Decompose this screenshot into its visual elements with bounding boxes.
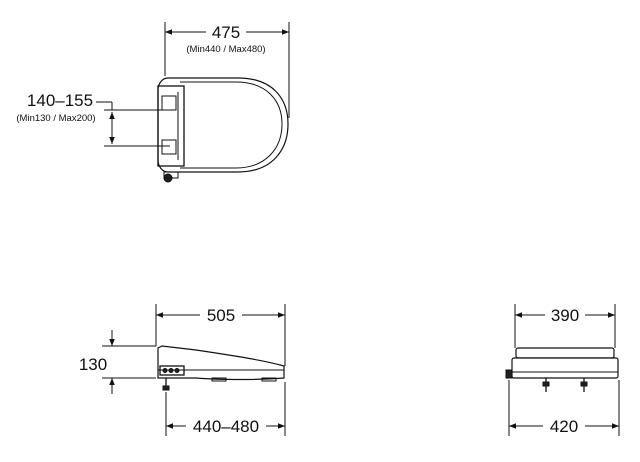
side-view: 505 130 440–480 xyxy=(79,304,286,436)
side-view-seat-outline xyxy=(157,345,285,381)
bolt-spacing-label: 140–155 xyxy=(27,91,93,110)
front-seat-width-label: 390 xyxy=(551,306,579,325)
front-view: 390 420 xyxy=(505,304,620,436)
side-length-label: 505 xyxy=(207,306,235,325)
top-view: 475 (Min440 / Max480) 140–155 (Min130 / … xyxy=(16,22,290,183)
top-view-hinge-right xyxy=(161,139,177,155)
top-view-knob-base xyxy=(163,171,179,179)
front-view-lid xyxy=(515,347,615,359)
front-base-width-label: 420 xyxy=(550,417,578,436)
side-bolt-to-front-label: 440–480 xyxy=(193,417,259,436)
front-view-side-knob xyxy=(505,369,513,379)
side-height-label: 130 xyxy=(79,355,107,374)
side-view-control-panel xyxy=(159,365,185,376)
top-width-label: 475 xyxy=(212,23,240,42)
side-view-foot-2 xyxy=(261,377,277,382)
side-view-bolt-nut xyxy=(162,385,170,391)
front-view-nut-right xyxy=(580,381,588,387)
side-view-foot-1 xyxy=(211,377,227,382)
top-view-hinge-block xyxy=(157,85,185,167)
top-width-range-label: (Min440 / Max480) xyxy=(186,44,265,55)
front-view-seat xyxy=(511,357,619,379)
side-view-control-dot-1 xyxy=(162,368,168,373)
bolt-range-label: (Min130 / Max200) xyxy=(16,113,95,124)
side-view-control-dot-2 xyxy=(168,368,174,373)
top-view-lid-inner xyxy=(180,81,283,169)
front-view-nut-left xyxy=(542,381,550,387)
side-view-control-dot-3 xyxy=(174,368,180,373)
